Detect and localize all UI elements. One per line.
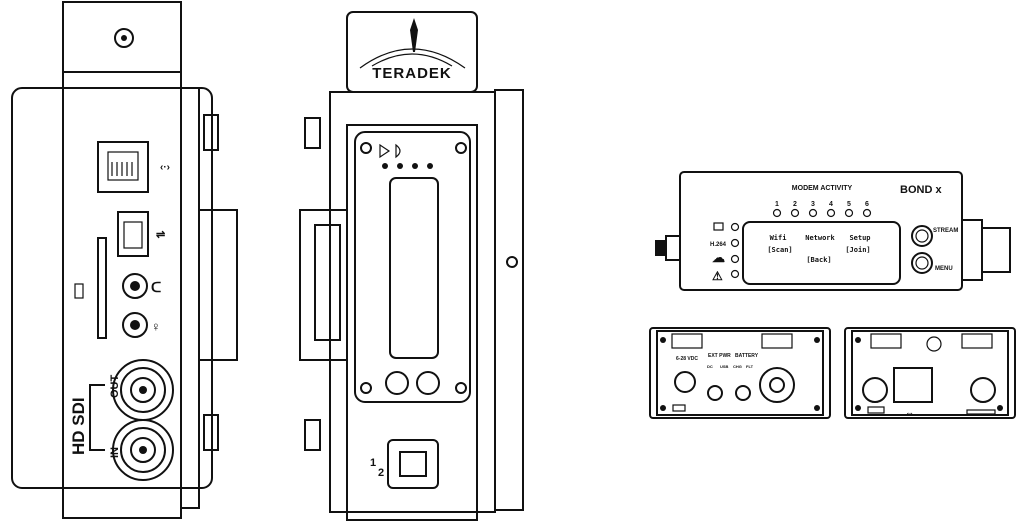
cloud-icon: ☁ — [712, 250, 725, 265]
mic-icon: ♀ — [151, 319, 161, 334]
sdi-in-connector — [112, 419, 174, 481]
usb-icon: ⇌ — [156, 229, 165, 241]
front-button-left — [385, 371, 409, 395]
antenna-connector-right — [970, 377, 996, 403]
menu-button[interactable] — [911, 252, 933, 274]
svg-text:4: 4 — [829, 201, 833, 208]
modem-leds: 1 2 3 4 5 6 — [772, 201, 872, 218]
modem-activity-label: MODEM ACTIVITY — [792, 185, 853, 192]
svg-text:1: 1 — [775, 201, 779, 208]
power-connector — [674, 371, 696, 393]
lcd-scan[interactable]: [Scan] — [767, 246, 792, 254]
bond-side-view-a: 6-28 VDC EXT PWR BATTERY DC USB CHG FLT — [649, 327, 831, 419]
warning-icon: ⚠ — [712, 269, 723, 283]
switch-label-2: 2 — [378, 467, 384, 479]
power-switch — [399, 451, 427, 477]
bond-side-view-b: ↔ — [844, 327, 1016, 419]
sd-card-icon — [74, 283, 84, 299]
bond-logo: BOND x — [900, 184, 942, 196]
network-icon: ‹·› — [160, 162, 170, 173]
mic-jack — [122, 312, 148, 338]
svg-text:2: 2 — [793, 201, 797, 208]
bond-lcd — [742, 221, 901, 285]
power-toggle — [672, 404, 686, 412]
stream-label: STREAM — [933, 228, 958, 234]
lcd-network[interactable]: Network — [805, 234, 835, 242]
h264-label: H.264 — [710, 242, 727, 248]
ethernet-port — [893, 367, 933, 403]
hd-sdi-label: HD SDI — [69, 397, 88, 455]
led-label-dc: DC — [707, 364, 713, 369]
lcd-join[interactable]: [Join] — [845, 246, 870, 254]
headphone-jack — [122, 273, 148, 299]
ethernet-port — [97, 141, 149, 193]
sdi-out-connector — [112, 359, 174, 421]
left-side-view: ‹·› ⇌ ᑕ ♀ HD SDI OUT IN — [11, 1, 238, 519]
front-view: TERADEK 1 2 — [299, 11, 524, 521]
aux-jack — [735, 385, 751, 401]
video-icon — [713, 222, 724, 231]
teradek-logo: TERADEK — [372, 65, 452, 82]
led-label-flt: FLT — [746, 364, 754, 369]
sdi-connector — [759, 367, 795, 403]
sd-slot — [97, 237, 107, 339]
network-icon: ↔ — [905, 407, 914, 417]
lcd-setup[interactable]: Setup — [849, 234, 870, 242]
ext-pwr-label: EXT PWR — [708, 353, 731, 359]
antenna-connector-left — [862, 377, 888, 403]
lcd-back[interactable]: [Back] — [806, 256, 831, 264]
battery-label: BATTERY — [735, 353, 759, 359]
lcd-wifi[interactable]: Wifi — [770, 234, 787, 242]
power-input-label: 6-28 VDC — [676, 356, 698, 362]
svg-text:5: 5 — [847, 201, 851, 208]
usb-port — [117, 211, 149, 257]
usb-port — [867, 406, 885, 414]
front-button-right — [416, 371, 440, 395]
stream-button[interactable] — [911, 225, 933, 247]
svg-text:3: 3 — [811, 201, 815, 208]
headphone-jack — [707, 385, 723, 401]
sd-slot — [966, 409, 996, 415]
headphone-icon: ᑕ — [151, 279, 161, 295]
switch-label-1: 1 — [370, 457, 376, 469]
sdi-in-label: IN — [109, 447, 121, 458]
menu-label: MENU — [935, 266, 953, 272]
front-lcd — [389, 177, 439, 359]
bond-top-view: MODEM ACTIVITY BOND x 1 2 3 4 5 6 H.264 … — [655, 171, 1011, 291]
led-label-chg: CHG — [733, 364, 742, 369]
sdi-out-label: OUT — [109, 375, 121, 399]
svg-text:6: 6 — [865, 201, 869, 208]
led-label-usb: USB — [720, 364, 729, 369]
